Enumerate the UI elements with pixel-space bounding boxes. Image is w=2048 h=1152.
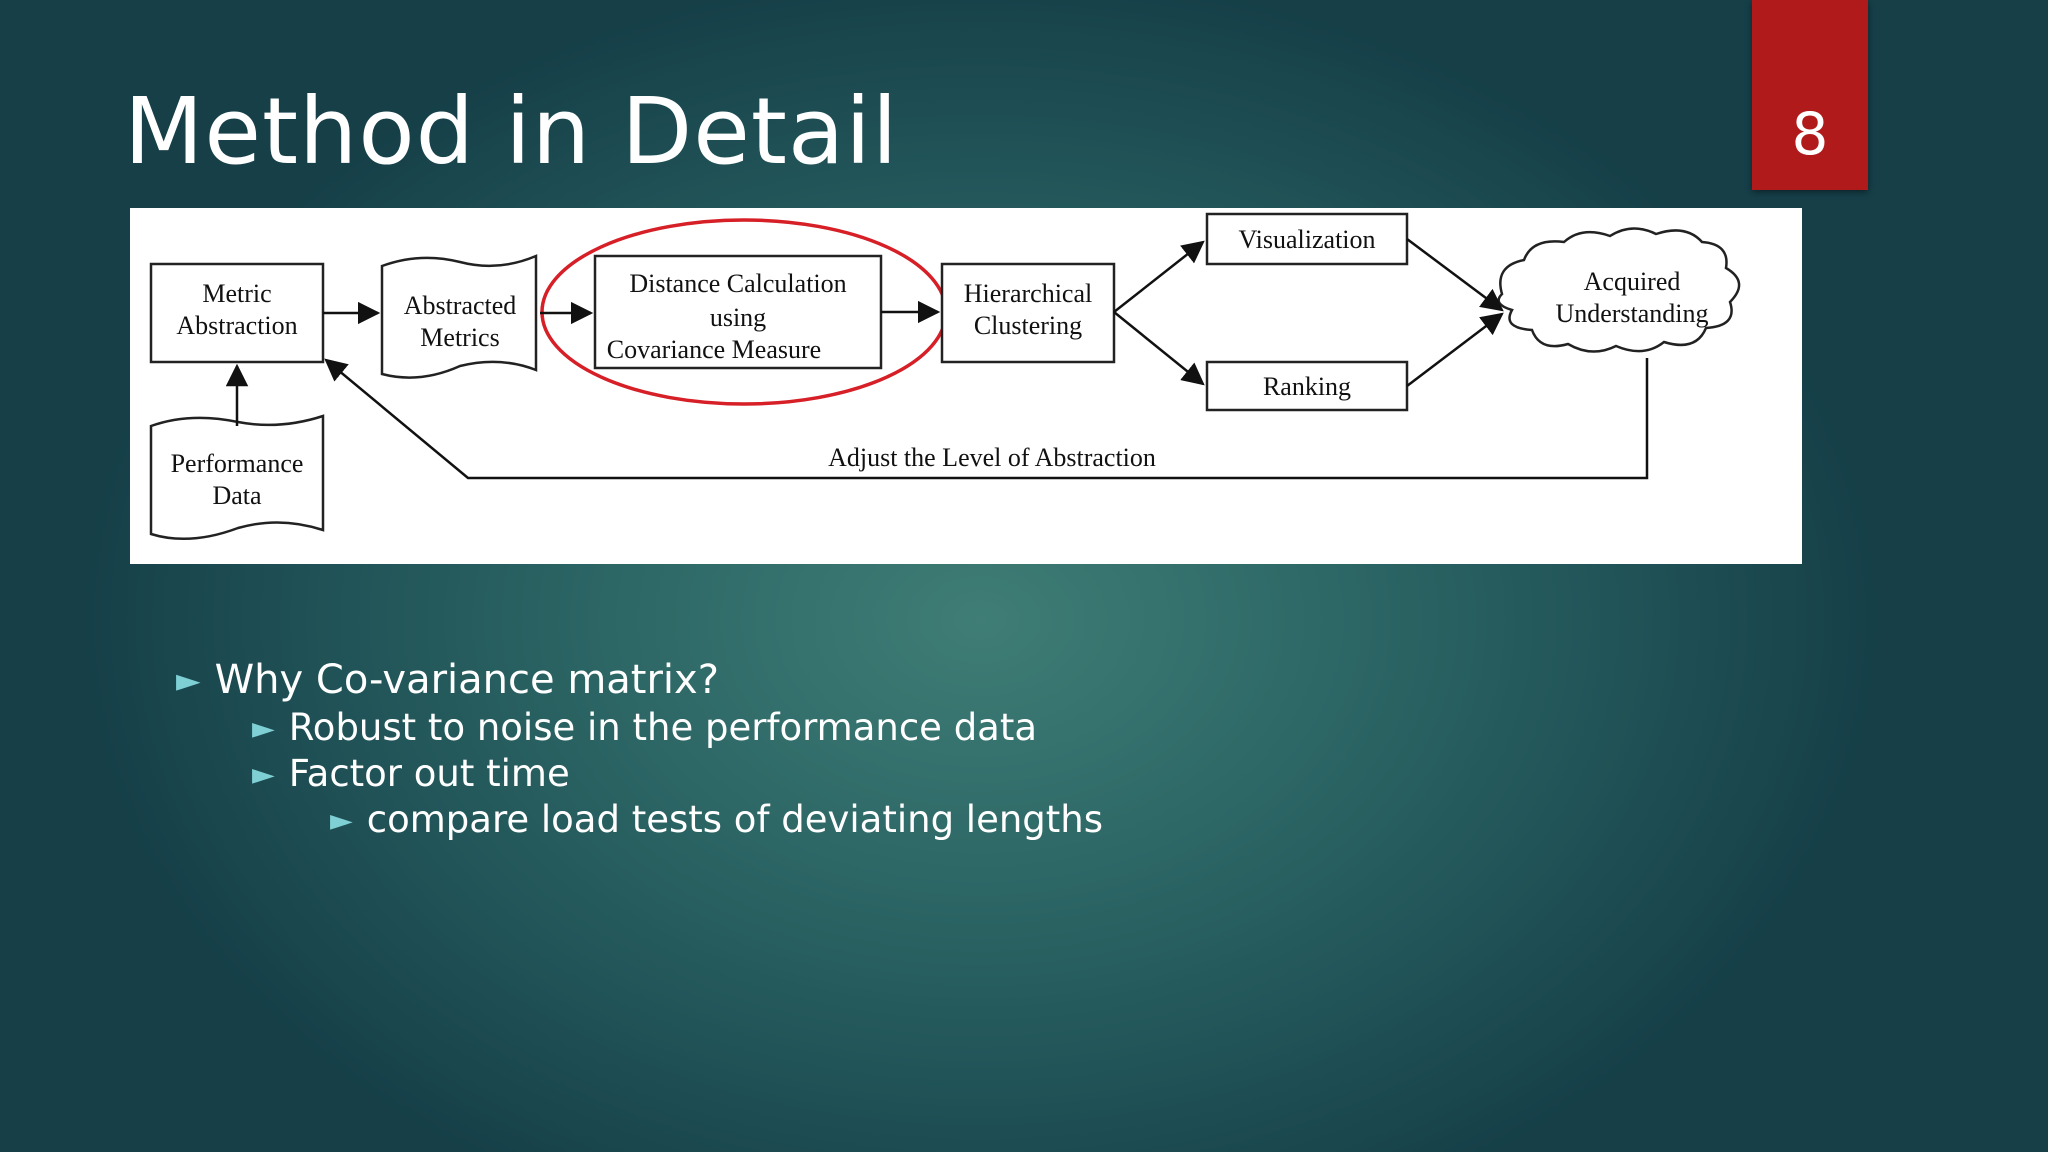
- hierarchical-clustering-label-line1: Hierarchical: [964, 279, 1092, 308]
- bullet-factor-out-time: ► Factor out time: [252, 751, 1103, 797]
- ranking-box: Ranking: [1205, 360, 1409, 412]
- acquired-understanding-label-line1: Acquired: [1584, 267, 1681, 296]
- distance-calculation-label-line3: Covariance Measure: [607, 335, 821, 364]
- feedback-arrow: [324, 358, 1649, 480]
- hierarchical-clustering-label-line2: Clustering: [974, 311, 1082, 340]
- page-number-badge: 8: [1752, 0, 1868, 190]
- bullet-arrow-icon: ►: [176, 661, 201, 699]
- bullet-list: ► Why Co-variance matrix? ► Robust to nois…: [176, 655, 1103, 843]
- abstracted-metrics-label-line1: Abstracted: [404, 291, 517, 320]
- visualization-box: Visualization: [1205, 212, 1409, 266]
- abstracted-metrics-document: Abstracted Metrics: [380, 254, 538, 379]
- performance-data-document: Performance Data: [149, 414, 325, 541]
- feedback-label: Adjust the Level of Abstraction: [828, 443, 1156, 472]
- abstracted-metrics-label-line2: Metrics: [420, 323, 499, 352]
- performance-data-label-line1: Performance: [171, 449, 304, 478]
- metric-abstraction-label-line1: Metric: [202, 279, 271, 308]
- metric-abstraction-label-line2: Abstraction: [176, 311, 297, 340]
- metric-abstraction-box: Metric Abstraction: [149, 262, 325, 364]
- arrow-clustering-to-ranking: [1113, 311, 1205, 386]
- bullet-why-covariance: ► Why Co-variance matrix?: [176, 655, 1103, 705]
- distance-calculation-label-line1: Distance Calculation: [629, 269, 846, 298]
- bullet-arrow-icon: ►: [252, 711, 275, 745]
- ranking-label: Ranking: [1263, 372, 1351, 401]
- acquired-understanding-label-line2: Understanding: [1555, 299, 1708, 328]
- bullet-arrow-icon: ►: [330, 803, 353, 837]
- page-number: 8: [1791, 100, 1829, 168]
- acquired-understanding-cloud: Acquired Understanding: [1497, 227, 1741, 353]
- performance-data-label-line2: Data: [212, 481, 262, 510]
- bullet-text: compare load tests of deviating lengths: [366, 798, 1104, 841]
- distance-calculation-label-line2: using: [710, 303, 766, 332]
- method-diagram: Metric Abstraction Abstracted Metrics Di…: [130, 208, 1802, 564]
- bullet-arrow-icon: ►: [252, 757, 275, 791]
- arrow-visualization-to-understanding: [1406, 237, 1504, 312]
- visualization-label: Visualization: [1238, 225, 1375, 254]
- bullet-text: Factor out time: [288, 752, 570, 795]
- bullet-text: Robust to noise in the performance data: [288, 706, 1038, 749]
- hierarchical-clustering-box: Hierarchical Clustering: [940, 262, 1116, 364]
- bullet-compare-load-tests: ► compare load tests of deviating lengths: [330, 797, 1103, 843]
- bullet-robust-to-noise: ► Robust to noise in the performance data: [252, 705, 1103, 751]
- flow-arrows: [225, 237, 1649, 480]
- bullet-text: Why Co-variance matrix?: [214, 657, 719, 703]
- arrow-clustering-to-visualization: [1113, 240, 1205, 313]
- distance-calculation-box: Distance Calculation using Covariance Me…: [593, 254, 883, 370]
- slide-title: Method in Detail: [124, 78, 899, 185]
- arrow-ranking-to-understanding: [1406, 312, 1504, 387]
- method-flow-diagram: Metric Abstraction Abstracted Metrics Di…: [149, 212, 1741, 541]
